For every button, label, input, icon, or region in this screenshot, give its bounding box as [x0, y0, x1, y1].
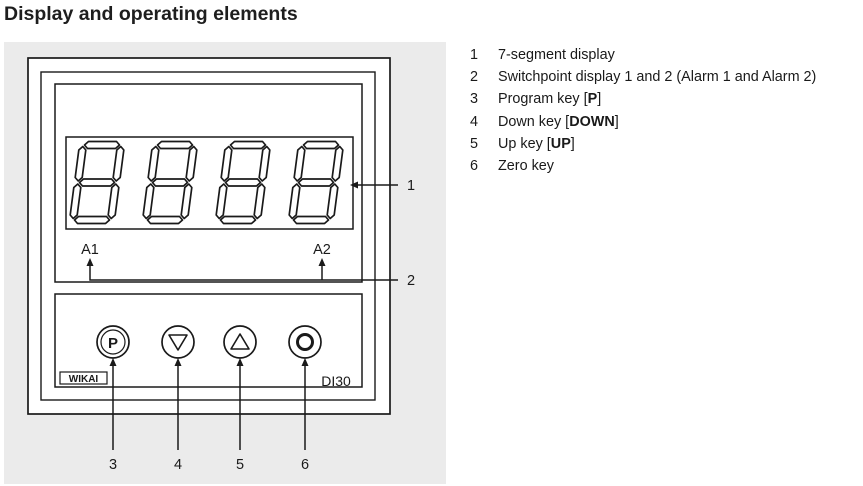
program-key-label: P — [108, 335, 118, 352]
segment — [146, 215, 184, 225]
callout-1: 1 — [407, 178, 415, 194]
legend-item: 5 Up key [UP] — [470, 133, 816, 155]
up-triangle-icon — [230, 333, 250, 350]
arrow-up-icon — [318, 258, 326, 266]
model-label: DI30 — [321, 373, 351, 389]
segment — [253, 183, 266, 220]
segment — [224, 178, 262, 187]
seven-segment-digits — [69, 140, 344, 225]
device-drawing: A1 A2 1 2 WIKAI DI30 P — [27, 57, 415, 473]
brand-label: WIKAI — [69, 374, 99, 385]
segment — [292, 215, 330, 225]
segment — [180, 183, 193, 220]
segment — [83, 140, 121, 150]
legend-text-end: ] — [570, 135, 575, 152]
segment — [220, 145, 233, 182]
segment — [151, 178, 189, 187]
segment — [293, 145, 306, 182]
legend-key: P — [587, 91, 598, 108]
legend-key: DOWN — [569, 113, 615, 130]
seven-segment-digit — [215, 140, 271, 225]
callout-5: 5 — [236, 457, 244, 473]
seven-segment-digit — [288, 140, 344, 225]
arrow-up-icon — [236, 358, 244, 366]
segment — [331, 145, 344, 182]
keypad-panel — [54, 293, 363, 388]
legend-text: Down key [ — [498, 113, 570, 130]
callout-4: 4 — [174, 457, 182, 473]
legend-key: UP — [550, 135, 571, 152]
legend-number: 1 — [470, 47, 479, 63]
arrow-up-icon — [301, 358, 309, 366]
legend-text: Zero key — [498, 157, 554, 174]
legend-text: Program key [ — [498, 91, 588, 108]
down-triangle-icon — [168, 334, 188, 351]
legend-item: 1 7-segment display — [470, 44, 816, 66]
segment — [185, 145, 198, 182]
legend-number: 6 — [470, 157, 479, 174]
segment — [156, 140, 194, 150]
legend-number: 5 — [470, 135, 479, 152]
seven-segment-digit — [69, 140, 125, 225]
arrow-left-icon — [350, 181, 358, 189]
arrow-up-icon — [109, 358, 117, 366]
legend-text: Switchpoint display 1 and 2 (Alarm 1 and… — [498, 69, 817, 86]
segment — [112, 145, 125, 182]
device-housing — [27, 57, 391, 415]
segment — [73, 215, 111, 225]
segment — [142, 183, 155, 220]
segment — [258, 145, 271, 182]
legend-text: 7-segment display — [498, 47, 615, 63]
callout-3: 3 — [109, 457, 117, 473]
legend-number: 3 — [470, 91, 479, 108]
segment — [147, 145, 160, 182]
segment — [74, 145, 87, 182]
legend-item: 4 Down key [DOWN] — [470, 111, 816, 133]
segment — [326, 183, 339, 220]
legend-item: 6 Zero key — [470, 155, 816, 177]
legend-item: 3 Program key [P] — [470, 88, 816, 110]
brand-logo — [59, 371, 108, 385]
zero-ring-icon — [296, 333, 314, 351]
segment — [297, 178, 335, 187]
page-title: Display and operating elements — [4, 3, 298, 25]
seven-segment-display — [65, 136, 354, 230]
callout-2: 2 — [407, 273, 415, 289]
display-window — [54, 83, 363, 283]
segment — [107, 183, 120, 220]
legend-item: 2 Switchpoint display 1 and 2 (Alarm 1 an… — [470, 66, 816, 88]
callout-6: 6 — [301, 457, 309, 473]
legend-text: Up key [ — [498, 135, 551, 152]
seven-segment-digit — [142, 140, 198, 225]
segment — [302, 140, 340, 150]
legend-number: 4 — [470, 113, 479, 130]
segment — [78, 178, 116, 187]
segment — [215, 183, 228, 220]
segment — [69, 183, 82, 220]
arrow-up-icon — [86, 258, 94, 266]
device-figure: A1 A2 1 2 WIKAI DI30 P — [4, 42, 446, 484]
alarm1-label: A1 — [81, 242, 99, 258]
alarm2-label: A2 — [313, 242, 331, 258]
segment — [288, 183, 301, 220]
segment — [219, 215, 257, 225]
arrow-up-icon — [174, 358, 182, 366]
legend-number: 2 — [470, 69, 479, 86]
device-bezel — [40, 71, 376, 401]
legend-text-end: ] — [597, 91, 602, 108]
segment — [229, 140, 267, 150]
legend-list: 1 7-segment display 2 Switchpoint display … — [470, 44, 816, 177]
legend-text-end: ] — [614, 113, 619, 130]
